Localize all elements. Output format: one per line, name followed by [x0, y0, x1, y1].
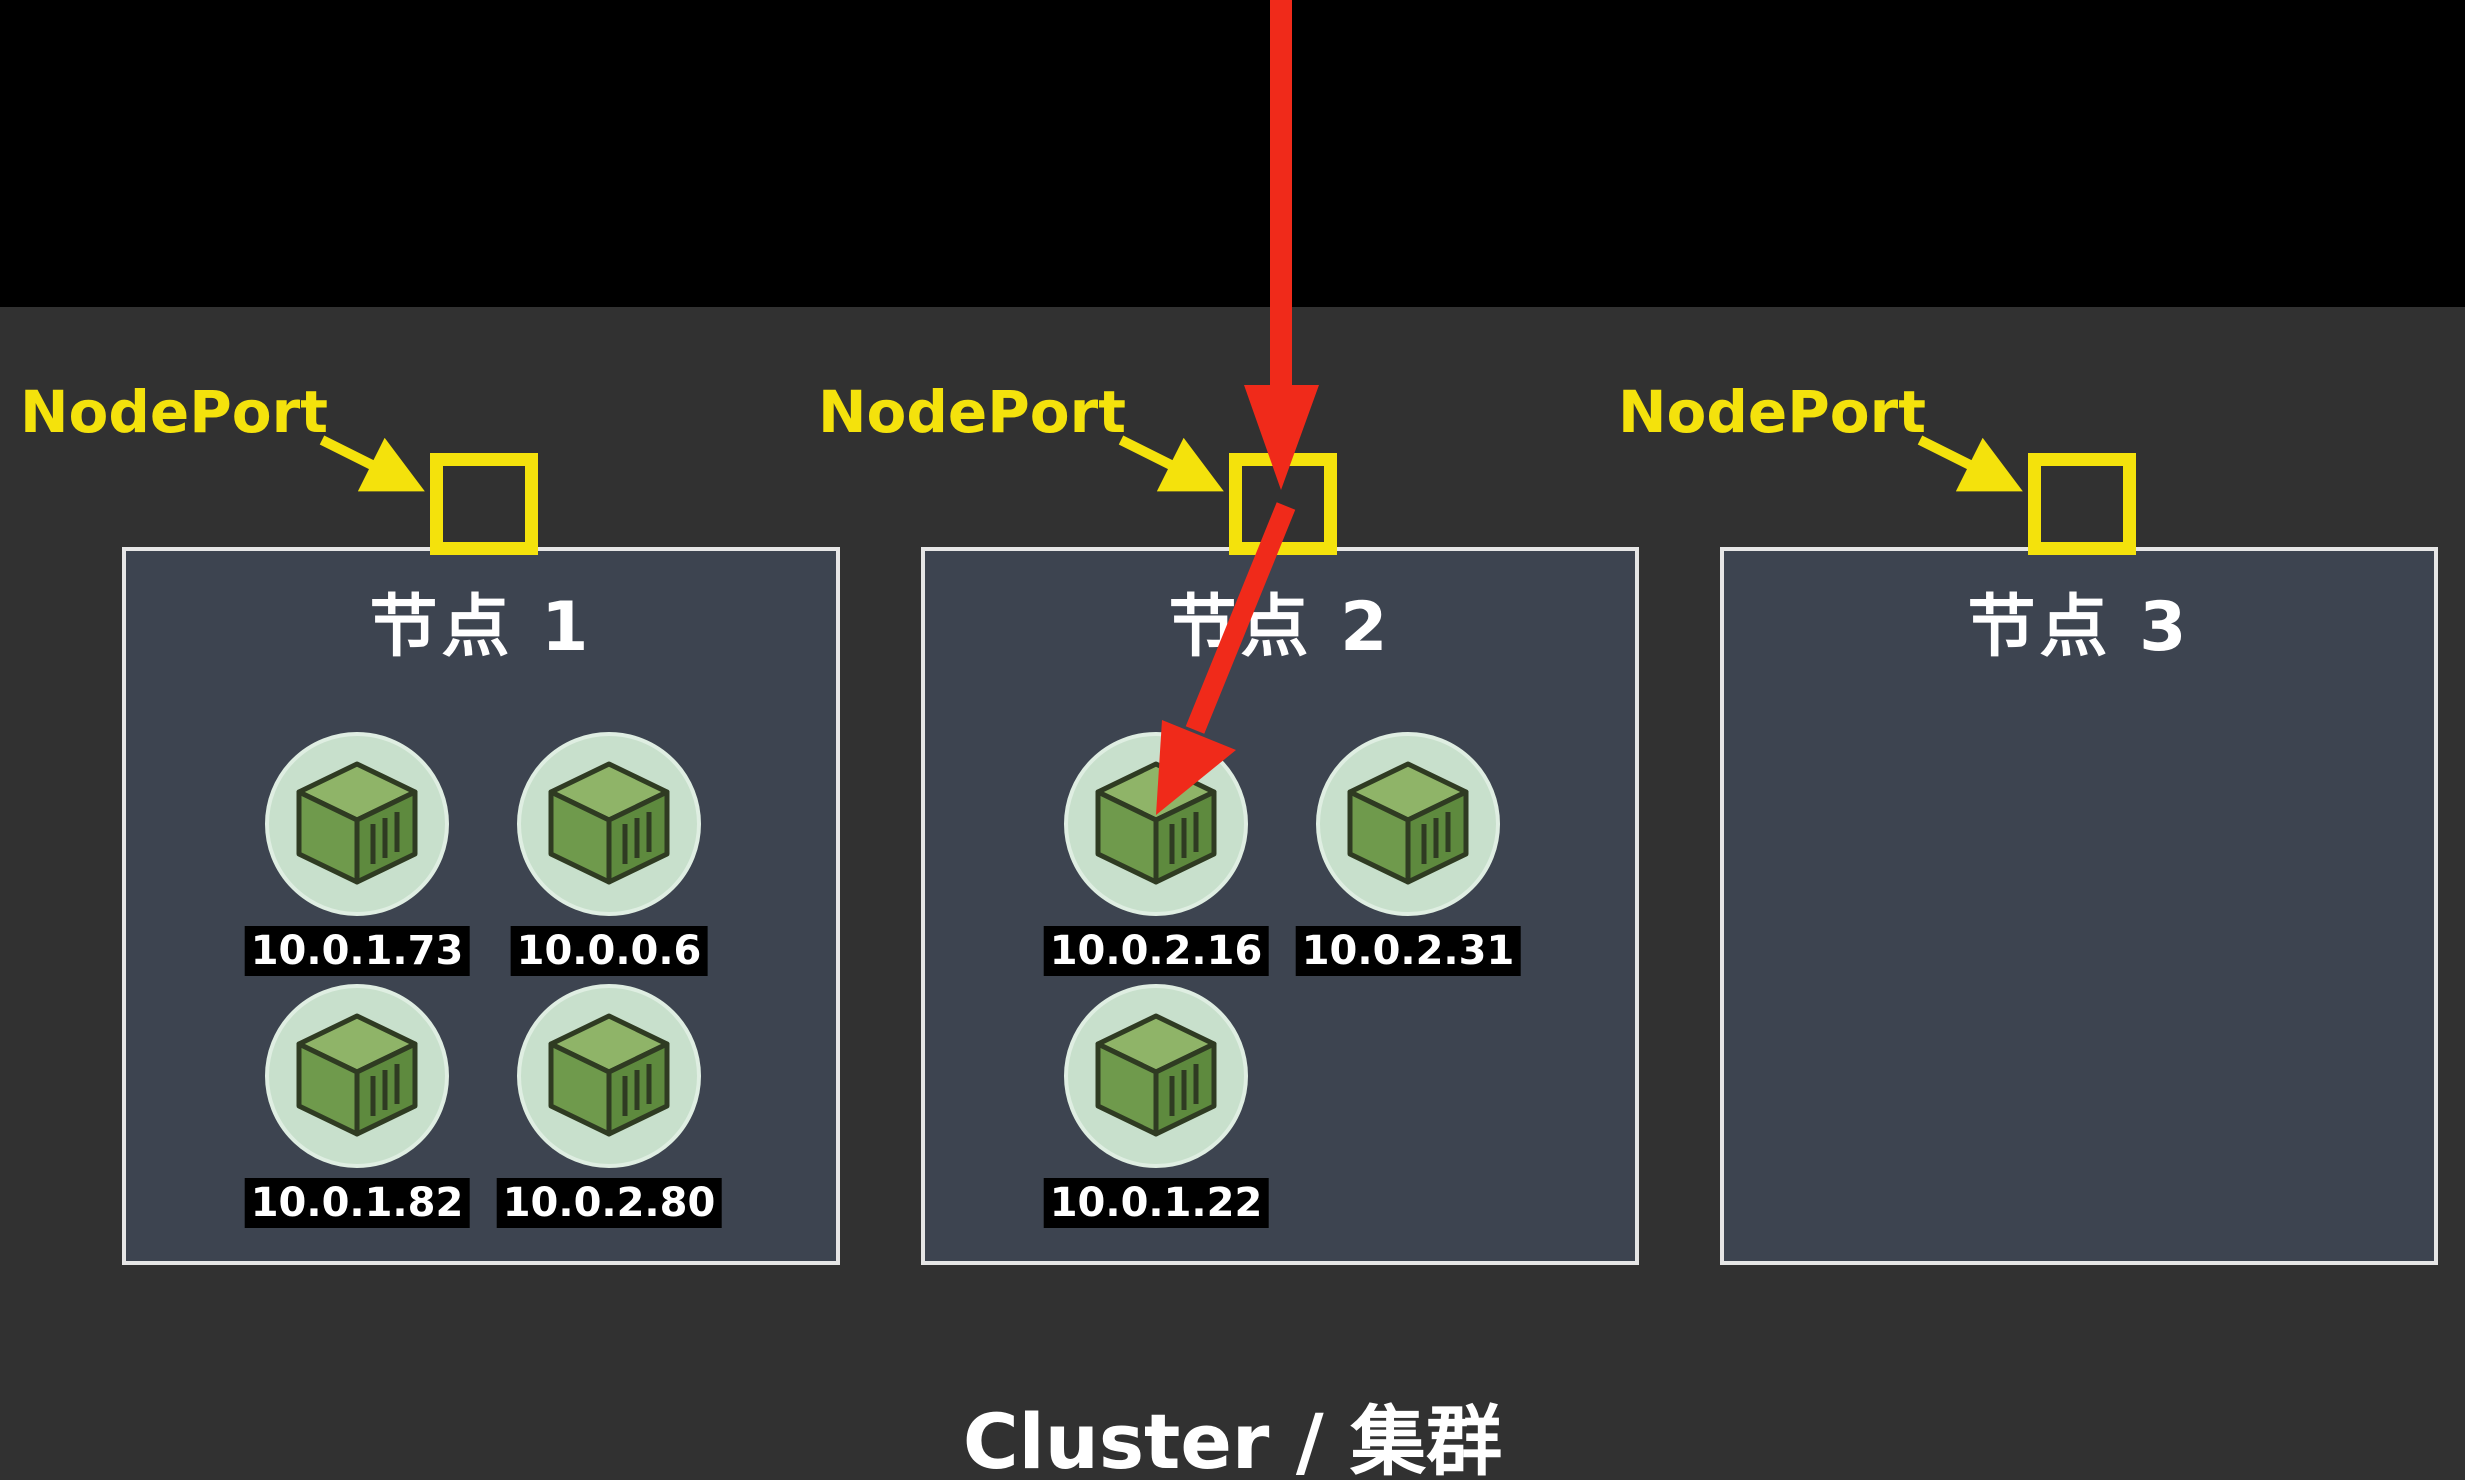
pod-ip-label: 10.0.2.16 — [1043, 926, 1269, 976]
nodeport-box-2 — [1229, 453, 1337, 555]
nodeport-label-1: NodePort — [20, 378, 328, 446]
pod: 10.0.1.82 — [244, 984, 470, 1228]
container-cube-icon — [1064, 984, 1248, 1168]
container-cube-icon — [1316, 732, 1500, 916]
node-2: 节点 2 — [921, 547, 1639, 1265]
container-cube-icon — [265, 984, 449, 1168]
pod: 10.0.2.31 — [1295, 732, 1521, 976]
container-cube-icon — [517, 984, 701, 1168]
nodeport-label-3: NodePort — [1618, 378, 1926, 446]
container-cube-icon — [1064, 732, 1248, 916]
container-cube-icon — [517, 732, 701, 916]
node-title-1: 节点 1 — [369, 588, 593, 667]
pod-ip-label: 10.0.1.22 — [1043, 1178, 1269, 1228]
node-title-2: 节点 2 — [1168, 588, 1392, 667]
pod-ip-label: 10.0.2.31 — [1295, 926, 1521, 976]
pod-ip-label: 10.0.1.82 — [244, 1178, 470, 1228]
pod: 10.0.1.73 — [244, 732, 470, 976]
pod-ip-label: 10.0.0.6 — [510, 926, 708, 976]
pod: 10.0.0.6 — [510, 732, 708, 976]
pod-ip-label: 10.0.1.73 — [244, 926, 470, 976]
cluster-title: Cluster / 集群 — [962, 1397, 1503, 1480]
node-3: 节点 3 — [1720, 547, 2438, 1265]
nodeport-label-2: NodePort — [818, 378, 1126, 446]
pod: 10.0.1.22 — [1043, 984, 1269, 1228]
node-1: 节点 1 — [122, 547, 840, 1265]
nodeport-box-1 — [430, 453, 538, 555]
pod-ip-label: 10.0.2.80 — [496, 1178, 722, 1228]
pod: 10.0.2.80 — [496, 984, 722, 1228]
pod: 10.0.2.16 — [1043, 732, 1269, 976]
container-cube-icon — [265, 732, 449, 916]
node-title-3: 节点 3 — [1967, 588, 2191, 667]
nodeport-box-3 — [2028, 453, 2136, 555]
